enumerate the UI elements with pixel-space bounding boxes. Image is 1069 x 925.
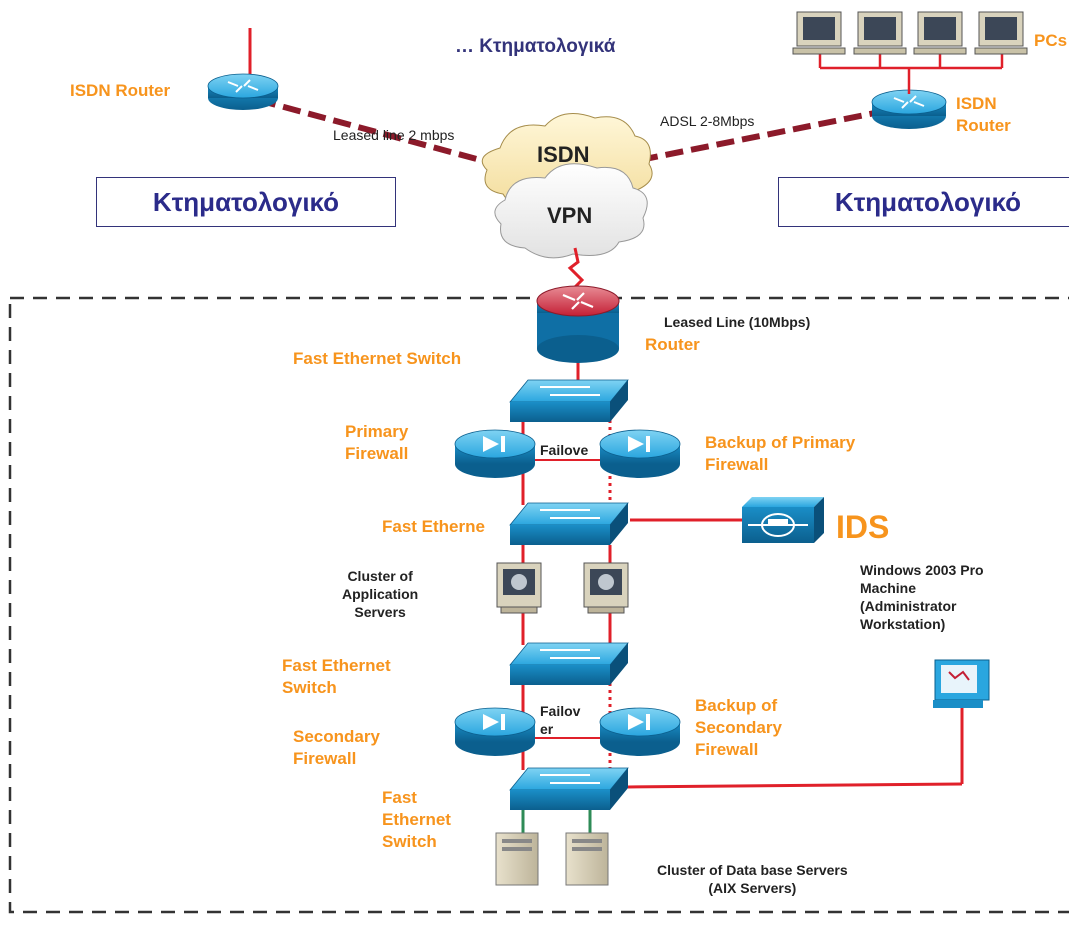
leased-line-2-label: Leased line 2 mbps	[333, 127, 455, 143]
isdn-router-right-label: ISDN Router	[956, 94, 1011, 135]
pc-bus	[818, 52, 1004, 94]
office-right-box: Κτηματολογικό	[778, 177, 1069, 227]
db-server-2-icon	[565, 832, 609, 886]
app-server-2-icon	[583, 562, 629, 614]
wan-links	[257, 97, 881, 171]
primary-firewall-label: Primary Firewall	[345, 422, 409, 463]
isdn-router-left-icon	[207, 73, 279, 110]
backup-secondary-firewall-icon	[599, 707, 681, 756]
switch-4-icon	[509, 767, 629, 810]
failover-horizontal-links	[535, 459, 602, 739]
cloud-isdn-label: ISDN	[537, 142, 590, 167]
router-label: Router	[645, 335, 700, 354]
failover-2-label: Failov er	[540, 703, 581, 737]
ids-label: IDS	[836, 509, 890, 545]
db-server-1-icon	[495, 832, 539, 886]
switch-3-icon	[509, 642, 629, 685]
app-server-1-icon	[496, 562, 542, 614]
fast-ethernet-2-label: Fast Etherne	[382, 517, 485, 536]
isdn-router-left-label: ISDN Router	[70, 81, 171, 100]
primary-firewall-icon	[454, 429, 536, 478]
ids-icon	[742, 497, 824, 543]
backup-primary-firewall-icon	[599, 429, 681, 478]
adsl-label: ADSL 2-8Mbps	[660, 113, 755, 129]
page-title: … Κτηματολογικά	[455, 36, 616, 57]
vpn-link	[567, 247, 585, 292]
switch-2-icon	[509, 502, 629, 545]
workstation-icon	[933, 659, 990, 708]
pcs-label: PCs	[1034, 31, 1068, 50]
office-left-box: Κτηματολογικό	[96, 177, 396, 227]
main-router-icon	[536, 285, 620, 363]
backup-primary-firewall-label: Backup of Primary Firewall	[705, 433, 856, 474]
failover-1-label: Failove	[540, 442, 589, 458]
cloud-vpn-label: VPN	[547, 203, 593, 228]
isdn-router-right-icon	[871, 89, 947, 129]
fast-ethernet-switch-1-label: Fast Ethernet Switch	[293, 349, 462, 368]
windows-machine-label: Windows 2003 Pro Machine (Administrator …	[860, 562, 984, 632]
leased-line-10-label: Leased Line (10Mbps)	[664, 314, 811, 330]
pc-icons	[792, 11, 1028, 55]
db-links	[521, 810, 592, 835]
secondary-firewall-icon	[454, 707, 536, 756]
cluster-db-label: Cluster of Data base Servers (AIX Server…	[657, 862, 848, 896]
switch-1-icon	[509, 379, 629, 422]
cloud-vpn-icon	[494, 163, 648, 259]
fast-ethernet-switch-4-label: Fast Ethernet Switch	[382, 788, 451, 851]
secondary-firewall-label: Secondary Firewall	[293, 727, 380, 768]
cluster-app-label: Cluster of Application Servers	[342, 568, 419, 620]
fast-ethernet-switch-3-label: Fast Ethernet Switch	[282, 656, 391, 697]
backup-secondary-firewall-label: Backup of Secondary Firewall	[695, 696, 782, 759]
